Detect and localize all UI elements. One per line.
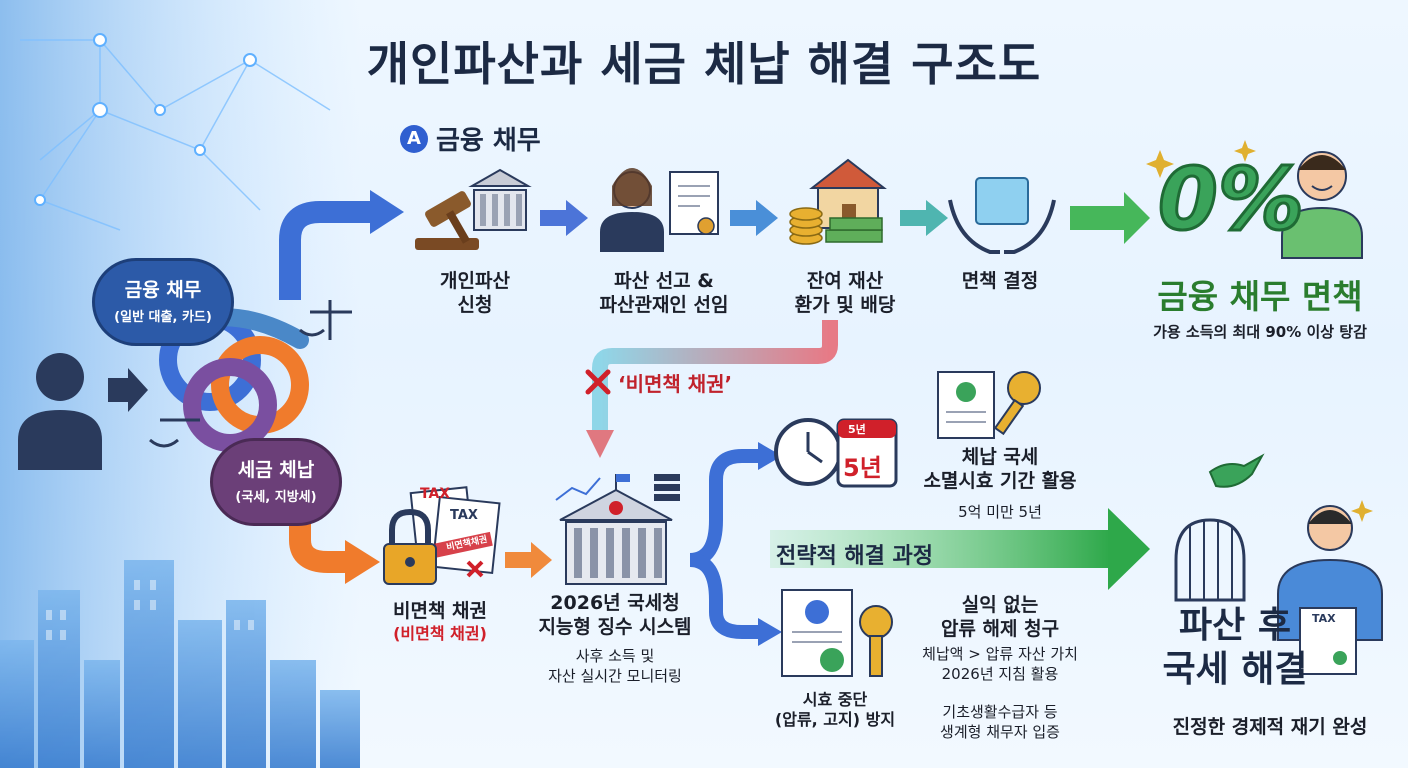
claim-line1: 비면책 채권 (392, 600, 487, 622)
step3-line1: 잔여 재산 (806, 270, 884, 292)
livelihood-debtor-proof: 기초생활수급자 등 생계형 채무자 입증 (900, 702, 1100, 743)
diagram-title: 개인파산과 세금 체납 해결 구조도 (366, 37, 1042, 91)
non-dischargeable-tag: ‘비면책 채권’ (618, 372, 733, 396)
step2-line2: 파산관재인 선임 (599, 293, 729, 316)
tax-doc-label-2: TAX (450, 508, 478, 523)
step1-line2: 신청 (457, 293, 493, 316)
expiry-line2: 소멸시효 기간 활용 (923, 469, 1077, 492)
claim-line2: (비면책 채권) (393, 623, 487, 643)
step-discharge-decision: 면책 결정 (930, 270, 1070, 294)
financial-debt-discharge-title: 금융 채무 면책 (1157, 277, 1363, 316)
nts-sub1: 사후 소득 및 (575, 646, 655, 665)
final-tax-doc-label: TAX (1312, 612, 1336, 625)
welfare-sub2: 생계형 채무자 입증 (940, 723, 1060, 742)
step-asset-liquidation: 잔여 재산 환가 및 배당 (770, 270, 920, 318)
step3-line2: 환가 및 배당 (794, 293, 896, 316)
tax-arrears-sub: (국세, 지방세) (235, 490, 317, 505)
prescription-interruption-prevention: 시효 중단 (압류, 고지) 방지 (760, 690, 910, 730)
calendar-badge: 5년 (843, 454, 882, 482)
expiry-sub: 5억 미만 5년 (958, 502, 1042, 521)
zero-percent-mark: 0% (1156, 149, 1305, 252)
step-declaration-trustee: 파산 선고 & 파산관재인 선임 (574, 270, 754, 318)
strategic-resolution-label: 전략적 해결 과정 (776, 544, 933, 569)
financial-debt-sub: (일반 대출, 카드) (114, 310, 212, 325)
nts-sub2: 자산 실시간 모니터링 (548, 666, 682, 685)
tax-arrears-bubble: 세금 체납 (국세, 지방세) (210, 438, 342, 526)
prevent-line1: 시효 중단 (802, 690, 868, 709)
financial-debt-title: 금융 채무 (124, 279, 202, 301)
nts-line2: 지능형 징수 시스템 (538, 615, 692, 638)
nts-collection-system: 2026년 국세청 지능형 징수 시스템 사후 소득 및 자산 실시간 모니터링 (520, 592, 710, 686)
final-line1: 파산 후 (1179, 605, 1291, 646)
post-bankruptcy-tax-resolution: 파산 후 국세 해결 (1150, 604, 1320, 692)
calendar-month: 5년 (848, 423, 866, 436)
section-a-badge: A (400, 124, 428, 153)
economic-recovery-complete: 진정한 경제적 재기 완성 (1172, 716, 1368, 738)
release-sub1: 체납액 > 압류 자산 가치 (922, 644, 1078, 663)
tax-arrears-title: 세금 체납 (237, 459, 315, 481)
financial-debt-bubble: 금융 채무 (일반 대출, 카드) (92, 258, 234, 346)
nts-line1: 2026년 국세청 (550, 592, 680, 614)
step2-line1: 파산 선고 & (614, 270, 714, 292)
step1-line1: 개인파산 (440, 270, 510, 292)
section-a-label: 금융 채무 (436, 126, 541, 156)
release-line1: 실익 없는 (961, 594, 1039, 616)
welfare-sub1: 기초생활수급자 등 (942, 703, 1058, 721)
person-silhouette-icon (18, 353, 102, 470)
financial-debt-discharge-sub: 가용 소득의 최대 90% 이상 탕감 (1153, 323, 1367, 341)
non-dischargeable-claim: 비면책 채권 (비면책 채권) (370, 600, 510, 644)
step-bankruptcy-application: 개인파산 신청 (400, 270, 550, 318)
seizure-release-claim: 실익 없는 압류 해제 청구 체납액 > 압류 자산 가치 2026년 지침 활… (900, 594, 1100, 684)
tax-doc-label-1: TAX (420, 486, 451, 502)
final-line2: 국세 해결 (1162, 648, 1308, 690)
section-a-header: A 금융 채무 (400, 120, 541, 157)
prevent-line2: (압류, 고지) 방지 (774, 710, 896, 729)
expiry-line1: 체납 국세 (961, 446, 1039, 468)
release-line2: 압류 해제 청구 (940, 617, 1060, 640)
release-sub2: 2026년 지침 활용 (941, 664, 1059, 683)
tax-expiry-period: 체납 국세 소멸시효 기간 활용 5억 미만 5년 (900, 446, 1100, 522)
step4-line1: 면책 결정 (961, 270, 1039, 292)
